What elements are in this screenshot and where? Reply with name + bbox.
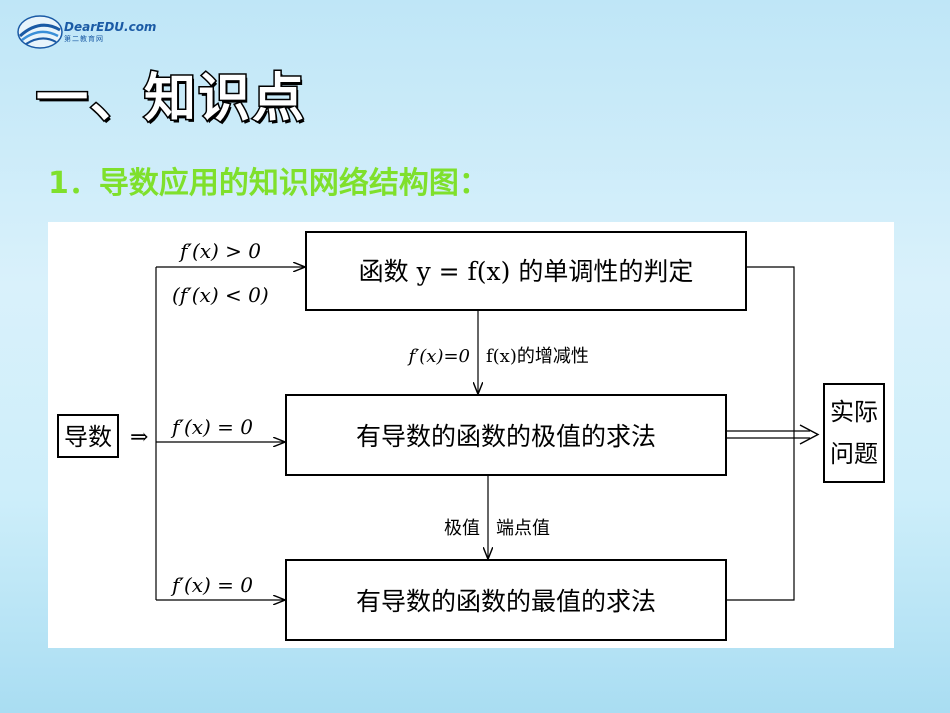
cond-label-3: f′(x) = 0: [170, 573, 253, 597]
mid-label-2-right: 端点值: [496, 518, 550, 539]
section-subtitle: 1．导数应用的知识网络结构图：: [48, 166, 489, 201]
result-label-line1: 实际: [830, 398, 878, 426]
mid-label-1-left: f′(x)=0: [407, 346, 470, 367]
box-extremum-label: 有导数的函数的极值的求法: [356, 422, 656, 451]
page-title: 一、知识点: [34, 68, 307, 131]
box-maxmin-label: 有导数的函数的最值的求法: [356, 587, 656, 616]
knowledge-network-diagram: 导数 ⇒ f′(x) > 0 (f′(x) < 0) f′(x) = 0 f′(…: [57, 231, 885, 641]
connector-box1-right: [726, 266, 795, 601]
mid-label-2-left: 极值: [444, 518, 480, 539]
start-box: [57, 414, 119, 458]
logo-subtext: 第二教育网: [64, 35, 104, 43]
start-label: 导数: [64, 423, 112, 451]
box-monotonicity: [305, 231, 747, 311]
double-arrow-head: [799, 424, 820, 445]
result-box: [823, 383, 885, 483]
result-label-line2: 问题: [830, 440, 878, 468]
logo-text: DearEDU.com: [64, 20, 157, 34]
box-monotonicity-label: 函数 y = f(x) 的单调性的判定: [359, 257, 694, 286]
cond-label-1b: (f′(x) < 0): [172, 283, 269, 307]
start-double-arrow: ⇒: [130, 425, 148, 450]
dearedu-swoosh-icon: [17, 15, 63, 49]
box-extremum: [285, 394, 727, 476]
mid-label-1-right: f(x)的增减性: [486, 346, 589, 367]
diagram-panel: 导数 ⇒ f′(x) > 0 (f′(x) < 0) f′(x) = 0 f′(…: [48, 222, 894, 648]
site-logo: [14, 12, 154, 56]
cond-label-2: f′(x) = 0: [170, 415, 253, 439]
cond-label-1a: f′(x) > 0: [178, 239, 261, 263]
